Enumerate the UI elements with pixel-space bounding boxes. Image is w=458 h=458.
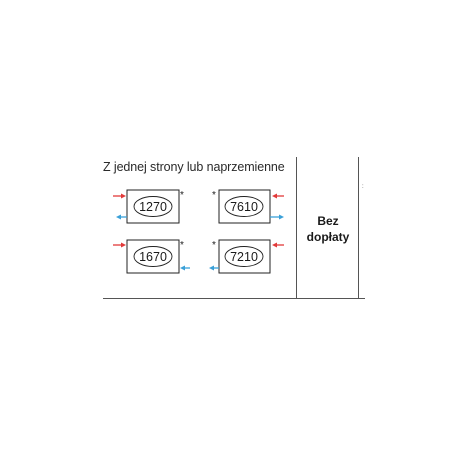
radiator-oval <box>224 246 264 267</box>
radiator-1270: 1270 * <box>113 189 184 224</box>
supply-arrow-icon <box>272 193 284 199</box>
radiator-oval <box>224 196 264 217</box>
radiator-oval <box>133 246 173 267</box>
price-cell-line2: dopłaty <box>306 230 350 244</box>
radiator-box <box>126 189 180 224</box>
radiator-star: * <box>212 240 216 251</box>
return-arrow-icon <box>270 214 284 220</box>
return-arrow-icon <box>209 265 219 271</box>
radiator-code: 7610 <box>230 200 258 214</box>
radiator-7610: 7610 * <box>212 189 284 224</box>
price-cell-line1: Bez <box>317 214 339 228</box>
radiator-box <box>218 189 271 224</box>
radiator-code: 1670 <box>139 250 167 264</box>
supply-arrow-icon <box>113 242 126 248</box>
radiator-oval <box>133 196 173 217</box>
radiator-box <box>218 239 271 274</box>
radiator-star: * <box>212 190 216 201</box>
supply-arrow-icon <box>113 193 126 199</box>
radiator-box <box>126 239 180 274</box>
diagram-title: Z jednej strony lub naprzemienne <box>103 160 285 174</box>
radiator-code: 7210 <box>230 250 258 264</box>
radiator-1670: 1670 * <box>113 239 190 274</box>
radiator-star: * <box>180 190 184 201</box>
supply-arrow-icon <box>272 242 284 248</box>
radiator-7210: 7210 * <box>209 239 284 274</box>
side-mark: : <box>362 184 364 190</box>
return-arrow-icon <box>180 265 190 271</box>
radiator-star: * <box>180 240 184 251</box>
price-cell: Bez dopłaty <box>297 213 359 245</box>
radiator-code: 1270 <box>139 200 167 214</box>
return-arrow-icon <box>116 214 127 220</box>
